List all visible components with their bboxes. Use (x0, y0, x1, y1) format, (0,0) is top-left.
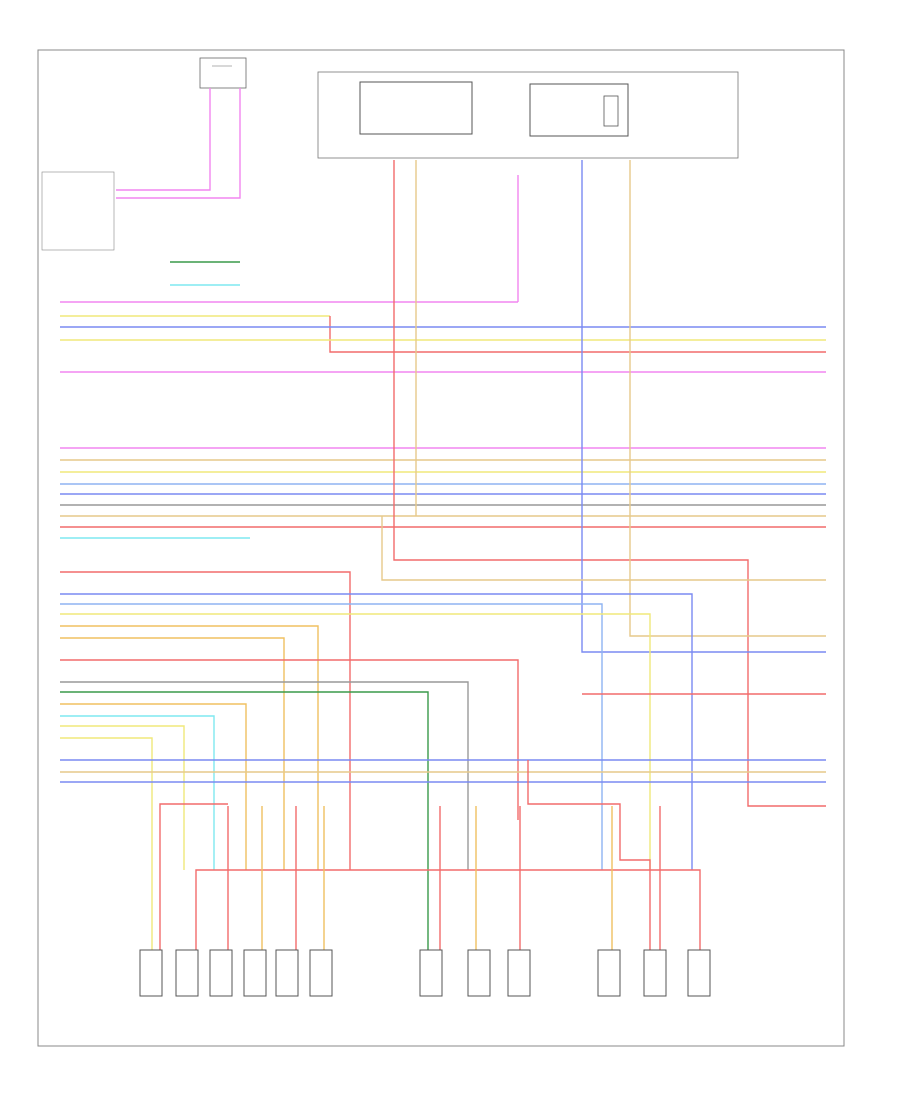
injector-connector (597, 949, 621, 997)
wire-red-loop (159, 803, 228, 960)
injector-connector (243, 949, 267, 997)
wire-yellow-drop-2 (60, 725, 185, 870)
wire-yellow-drop (60, 613, 651, 870)
wire-red-2 (329, 316, 826, 353)
wire-pink-a (116, 88, 211, 191)
wire-tan-riser-2 (629, 160, 826, 637)
wire-red-drop-2 (60, 659, 519, 820)
relay-box (199, 57, 247, 89)
injector-connector (419, 949, 443, 997)
injector-connector (507, 949, 531, 997)
injector-connector (467, 949, 491, 997)
injector-connector (687, 949, 711, 997)
wire-red-loop-2 (527, 760, 651, 960)
wire-yellow-drop-3 (60, 737, 153, 960)
relay-2-box (529, 83, 629, 137)
wire-blue-drop (60, 593, 693, 870)
wire-cyan-drop (60, 715, 215, 870)
connector-group (139, 949, 711, 997)
wire-orange-drop-3 (60, 703, 247, 870)
wire-red-ground-bus (195, 869, 701, 960)
wire-group (60, 88, 826, 960)
injector-connector (309, 949, 333, 997)
wire-red-drop (60, 571, 351, 870)
diagram-frame (37, 49, 845, 1047)
wire-pink-b (116, 88, 241, 199)
wire-tan-3 (381, 516, 826, 581)
wire-red-main (393, 160, 826, 807)
wire-blue-riser (581, 160, 826, 653)
fuse-block-box (317, 71, 739, 159)
relay-1-box (359, 81, 473, 135)
injector-connector (209, 949, 233, 997)
wire-gray-drop (60, 681, 469, 870)
wire-green-drop (60, 691, 429, 960)
injector-connector (139, 949, 163, 997)
wire-orange-drop (60, 625, 319, 870)
injector-connector (175, 949, 199, 997)
injector-connector (275, 949, 299, 997)
wire-orange-drop-2 (60, 637, 285, 870)
relay-coil (603, 95, 619, 127)
injector-connector (643, 949, 667, 997)
control-module-box (41, 171, 115, 251)
